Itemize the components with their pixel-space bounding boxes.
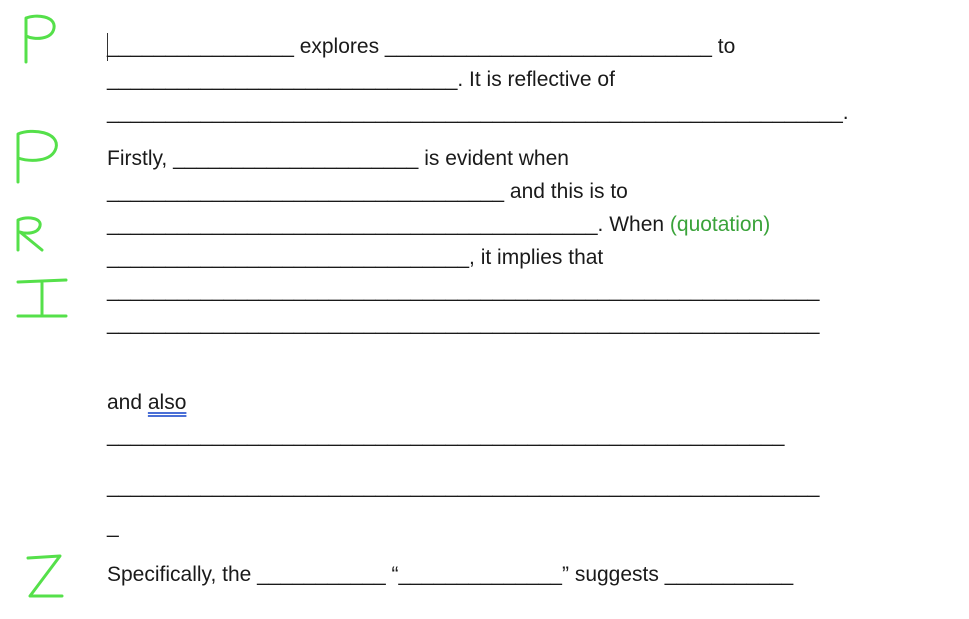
margin-letter-z bbox=[26, 554, 64, 598]
margin-letter-p-2 bbox=[16, 129, 58, 184]
margin-letter-p-1 bbox=[24, 14, 56, 64]
text-line: ________________ explores ______________… bbox=[107, 35, 736, 58]
text-line: ________________________________________… bbox=[107, 101, 849, 124]
text-line: ________________________________________… bbox=[107, 212, 770, 238]
text-line: Specifically, the ___________ “_________… bbox=[107, 563, 794, 586]
text-line: ________________________________________… bbox=[107, 312, 820, 335]
text-run: ________________________________________… bbox=[107, 213, 670, 236]
text-line: and also bbox=[107, 390, 186, 416]
text-line: Firstly, _____________________ is eviden… bbox=[107, 147, 569, 170]
quotation-hint: (quotation) bbox=[669, 213, 771, 236]
margin-letter-r bbox=[16, 216, 44, 252]
text-line: _ bbox=[107, 515, 119, 538]
text-line: ________________________________________… bbox=[107, 279, 820, 302]
text-line: ______________________________. It is re… bbox=[107, 68, 615, 91]
text-cursor bbox=[107, 33, 108, 61]
margin-letter-i bbox=[16, 278, 68, 318]
text-line: ________________________________________… bbox=[107, 475, 820, 498]
spellcheck-word[interactable]: also bbox=[147, 391, 187, 414]
margin-letters bbox=[0, 0, 100, 619]
text-run: and bbox=[107, 391, 148, 414]
text-line: ________________________________________… bbox=[107, 424, 785, 447]
text-line: __________________________________ and t… bbox=[107, 180, 628, 203]
text-line: _______________________________, it impl… bbox=[107, 246, 604, 269]
